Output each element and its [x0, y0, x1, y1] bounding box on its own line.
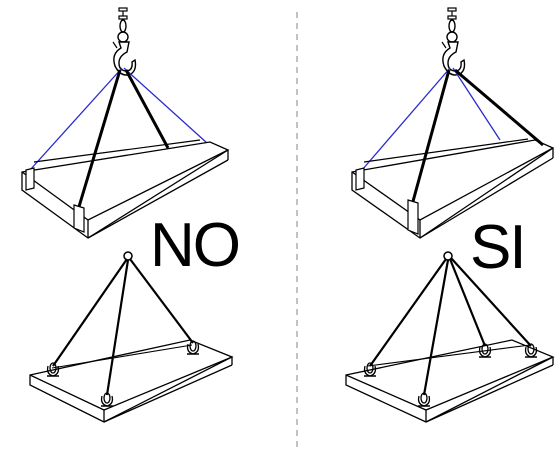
- wrapped-sling-lift-right: [352, 8, 553, 238]
- wrong-method-panel: NO: [22, 8, 239, 422]
- right-label: SI: [470, 213, 525, 282]
- wrapped-sling-lift-wrong: [22, 8, 228, 238]
- wrong-label: NO: [150, 211, 239, 280]
- hook-icon: [113, 8, 136, 75]
- hook-icon: [442, 8, 465, 75]
- right-method-panel: SI: [346, 8, 553, 422]
